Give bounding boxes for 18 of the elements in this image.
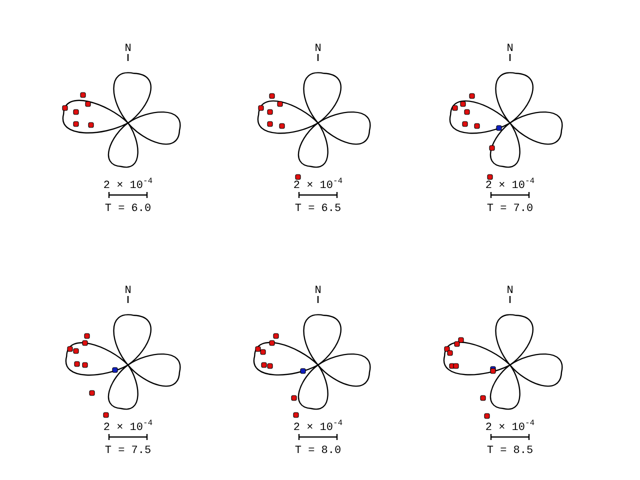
time-label: T = 7.5 bbox=[104, 445, 152, 457]
scale-label: 2 × 10$^{-4}$ bbox=[103, 180, 153, 192]
north-label: N bbox=[506, 43, 514, 55]
scale-label: 2 × 10$^{-4}$ bbox=[485, 180, 535, 192]
scale-label: 2 × 10$^{-4}$ bbox=[485, 422, 535, 434]
north-label: N bbox=[506, 285, 514, 297]
north-label: N bbox=[314, 43, 322, 55]
north-label: N bbox=[124, 43, 132, 55]
scale-label: 2 × 10$^{-4}$ bbox=[293, 422, 343, 434]
time-label: T = 8.5 bbox=[486, 445, 534, 457]
north-label: N bbox=[314, 285, 322, 297]
time-label: T = 7.0 bbox=[486, 203, 534, 215]
time-label: T = 6.0 bbox=[104, 203, 152, 215]
time-label: T = 8.0 bbox=[294, 445, 342, 457]
north-label: N bbox=[124, 285, 132, 297]
scale-label: 2 × 10$^{-4}$ bbox=[103, 422, 153, 434]
time-label: T = 6.5 bbox=[294, 203, 342, 215]
scale-label: 2 × 10$^{-4}$ bbox=[293, 180, 343, 192]
